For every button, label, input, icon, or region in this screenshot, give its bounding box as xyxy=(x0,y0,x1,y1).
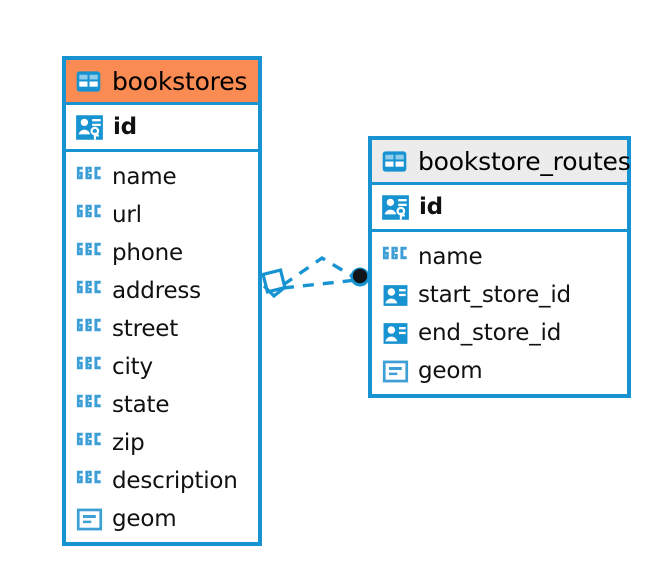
foreign-key-icon xyxy=(382,320,409,347)
field-row[interactable]: name xyxy=(372,238,627,276)
table-icon xyxy=(75,68,102,95)
field-row-primary-key[interactable]: id xyxy=(372,185,627,232)
field-label: id xyxy=(113,114,137,140)
abc-text-icon xyxy=(76,202,103,229)
field-label: state xyxy=(112,392,170,418)
abc-text-icon xyxy=(382,244,409,271)
field-list-bookstores: name url xyxy=(66,152,258,545)
field-label: description xyxy=(112,468,238,494)
relationship-line-lower xyxy=(282,278,358,290)
abc-text-icon xyxy=(76,240,103,267)
field-row[interactable]: geom xyxy=(372,352,627,390)
geometry-icon xyxy=(76,506,103,533)
diamond-arrow-marker xyxy=(261,268,287,299)
entity-bookstore-routes[interactable]: bookstore_routes id xyxy=(368,136,631,398)
field-row[interactable]: name xyxy=(66,158,258,196)
field-row[interactable]: city xyxy=(66,348,258,386)
filled-circle-marker xyxy=(350,267,370,287)
entity-header-bookstore-routes[interactable]: bookstore_routes xyxy=(372,140,631,185)
field-label: geom xyxy=(112,506,177,532)
abc-text-icon xyxy=(76,164,103,191)
field-row[interactable]: start_store_id xyxy=(372,276,627,314)
entity-title: bookstores xyxy=(112,66,248,96)
table-icon xyxy=(381,148,408,175)
entity-bookstores[interactable]: bookstores id xyxy=(62,56,262,546)
field-label: city xyxy=(112,354,153,380)
abc-text-icon xyxy=(76,392,103,419)
field-row[interactable]: url xyxy=(66,196,258,234)
primary-key-icon xyxy=(75,113,104,142)
field-label: end_store_id xyxy=(418,320,562,346)
abc-text-icon xyxy=(76,430,103,457)
field-label: geom xyxy=(418,358,483,384)
relationship-line-upper xyxy=(282,255,358,287)
field-row-primary-key[interactable]: id xyxy=(66,105,258,152)
field-label: zip xyxy=(112,430,145,456)
field-row[interactable]: geom xyxy=(66,500,258,538)
field-label: name xyxy=(418,244,483,270)
field-row[interactable]: zip xyxy=(66,424,258,462)
field-row[interactable]: end_store_id xyxy=(372,314,627,352)
field-row[interactable]: state xyxy=(66,386,258,424)
abc-text-icon xyxy=(76,468,103,495)
abc-text-icon xyxy=(76,316,103,343)
field-label: street xyxy=(112,316,179,342)
abc-text-icon xyxy=(76,278,103,305)
entity-header-bookstores[interactable]: bookstores xyxy=(66,60,258,105)
field-label: address xyxy=(112,278,201,304)
field-row[interactable]: description xyxy=(66,462,258,500)
field-label: phone xyxy=(112,240,183,266)
field-row[interactable]: phone xyxy=(66,234,258,272)
field-row[interactable]: street xyxy=(66,310,258,348)
abc-text-icon xyxy=(76,354,103,381)
field-label: url xyxy=(112,202,142,228)
field-row[interactable]: address xyxy=(66,272,258,310)
field-label: id xyxy=(419,194,443,220)
geometry-icon xyxy=(382,358,409,385)
foreign-key-icon xyxy=(382,282,409,309)
field-list-bookstore-routes: name start_store_id xyxy=(372,232,627,397)
field-label: name xyxy=(112,164,177,190)
primary-key-icon xyxy=(381,193,410,222)
entity-title: bookstore_routes xyxy=(418,146,631,176)
field-label: start_store_id xyxy=(418,282,571,308)
